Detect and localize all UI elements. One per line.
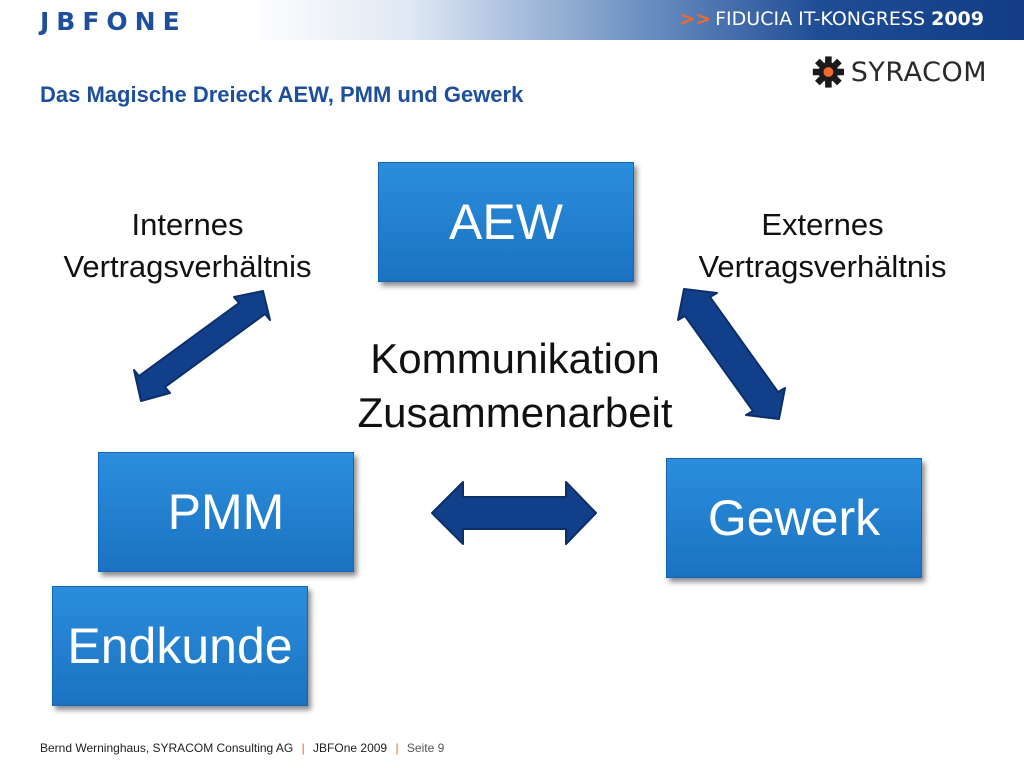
arrow-internal-icon [133,290,271,402]
arrow-horizontal-icon [431,481,597,545]
external-label-line1: Externes [761,207,884,242]
arrow-external-icon [677,288,786,420]
external-relation-label: Externes Vertragsverhältnis [680,204,965,288]
congress-name: FIDUCIA IT-KONGRESS [715,8,926,30]
external-label-line2: Vertragsverhältnis [698,249,947,284]
footer-page: Seite 9 [406,741,445,755]
center-caption: Kommunikation Zusammenarbeit [330,332,700,440]
jbfone-logo: JBFONE [40,7,187,36]
footer-event: JBFOne 2009 [313,741,388,755]
footer: Bernd Werninghaus, SYRACOM Consulting AG… [40,741,444,755]
syracom-gear-icon [812,56,844,88]
center-line1: Kommunikation [370,335,660,382]
center-line2: Zusammenarbeit [357,389,673,436]
aew-box: AEW [378,162,634,282]
footer-separator-2: | [395,741,399,755]
internal-relation-label: Internes Vertragsverhältnis [45,204,330,288]
footer-separator-1: | [301,741,305,755]
gewerk-box: Gewerk [666,458,922,578]
internal-label-line2: Vertragsverhältnis [63,249,312,284]
congress-banner: >>FIDUCIA IT-KONGRESS 2009 [679,8,984,30]
syracom-logo: SYRACOM [812,48,987,96]
internal-label-line1: Internes [131,207,244,242]
footer-author: Bernd Werninghaus, SYRACOM Consulting AG [40,741,294,755]
congress-prefix: >> [679,8,712,30]
pmm-box: PMM [98,452,354,572]
congress-year: 2009 [931,8,984,30]
syracom-name: SYRACOM [850,56,987,88]
header-band [0,0,1024,40]
endkunde-box: Endkunde [52,586,308,706]
page-title: Das Magische Dreieck AEW, PMM und Gewerk [40,82,524,107]
